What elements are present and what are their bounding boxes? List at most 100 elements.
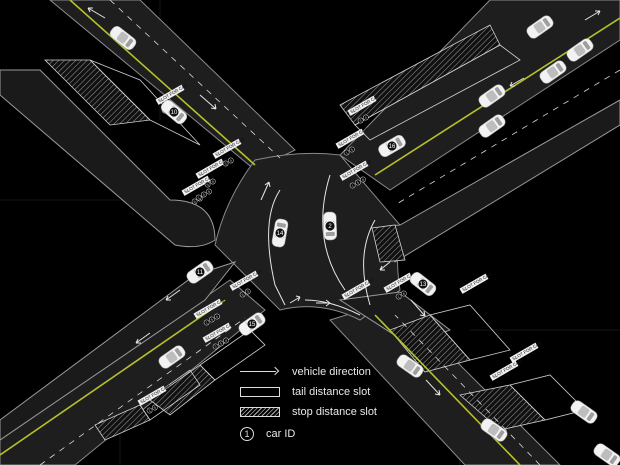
tail-slot [199,329,266,381]
slot-id-tag: 34 [222,157,234,167]
slot-id-tag: 146 [195,188,212,201]
tail-slot [429,304,511,361]
slot-id-circle [244,288,251,295]
slot-id-text: 5 [219,342,223,346]
direction-arrows [87,7,601,396]
car-11: 11 [184,258,216,286]
slot-id-text: 4 [229,159,233,163]
slot-id-circle [191,198,198,205]
legend: vehicle direction tail distance slot sto… [240,364,440,454]
car-16: 16 [376,132,408,160]
slot-id-tag: 34 [357,114,369,124]
car-id-label: 11 [197,270,204,276]
slot-id-circle [212,343,219,350]
slot-id-circle [203,319,210,326]
slot-id-circle [400,290,407,297]
intersection-box [214,152,401,321]
legend-label: car ID [266,428,296,440]
car-id-label: 16 [389,144,396,150]
legend-car-id: 1 car ID [240,426,295,442]
slot-id-circle [357,117,364,124]
slot-id-tag: 25 [146,404,158,414]
slot-id-text: 6 [215,315,219,319]
slot-id-text: 5 [210,318,214,322]
arrow-icon [289,295,301,304]
slot-id-tags: 123458661463415156632563582526 [146,107,407,414]
car-id-label: 13 [420,282,427,288]
slot-id-circle [217,340,224,347]
slot-id-text: 3 [214,345,218,349]
car-id-label: 2 [328,224,332,230]
arrow-icon [135,332,151,344]
slot-id-text: 6 [207,190,211,194]
car-id-badge [324,220,336,232]
car-id-badge [274,227,286,239]
slot-id-tag: 358 [212,337,229,350]
car-id-badge [168,106,180,118]
slot-id-circle [151,404,158,411]
legend-stop-distance-slot: stop distance slot [240,404,377,420]
arrow-icon [165,289,181,301]
slot-id-tag: 256 [203,313,220,326]
slot-id-text: 4 [364,116,368,120]
legend-vehicle-direction: vehicle direction [240,364,371,380]
legend-label: vehicle direction [292,366,371,378]
slot-id-tag: 156 [349,176,366,189]
car-id-label: 14 [277,231,284,237]
slot-id-circle [204,181,211,188]
slot-id-circle [209,178,216,185]
slot-id-text: 5 [356,181,360,185]
arrow-icon [425,379,441,396]
slot-id-circle [146,407,153,414]
slot-id-circle [395,293,402,300]
slot-id-text: 1 [345,151,349,155]
slot-id-circle [206,188,212,195]
tail-slot-swatch [240,387,280,397]
road-arm-northeast [339,0,620,191]
tail-slot [139,369,201,421]
slot-id-circle [348,146,355,153]
slot-id-circle [223,337,229,344]
arrow-icon [584,10,601,21]
slot-id-text: 8 [211,180,215,184]
slot-id-text: 2 [205,321,209,325]
arrow-icon [509,77,525,87]
slot-id-circle [208,316,215,323]
arrow-icon [316,299,331,307]
arrow-icon [379,261,391,271]
arrow-icon [199,94,217,110]
slot-id-text: 1 [351,184,355,188]
legend-label: tail distance slot [292,386,371,398]
slot-id-text: 5 [153,406,157,410]
car-id-badge-icon: 1 [240,427,254,441]
slot-id-text: 1 [197,196,201,200]
stop-distance-slots [44,24,546,441]
slot-id-circle [214,313,220,320]
tail-slot [354,44,521,141]
slot-id-tag: 63 [239,288,251,298]
slot-id-text: 3 [359,119,363,123]
slot-id-text: 6 [361,178,365,182]
tail-slot [89,59,201,146]
slot-id-text: 2 [148,409,152,413]
slot-id-text: 3 [224,162,228,166]
slot-id-text: 6 [241,293,245,297]
slot-id-circle [360,176,366,183]
car-2: 2 [322,211,338,241]
slot-id-tag: 26 [395,290,407,300]
stop-slot-swatch [240,407,280,417]
arrow-icon [410,299,426,317]
slot-id-text: 3 [246,290,250,294]
stop-slot [371,224,406,263]
slot-id-text: 8 [224,339,228,343]
slot-id-tag: 58 [204,178,216,188]
slot-id-text: 5 [206,183,210,187]
car-id-badge [194,266,206,278]
medians [0,69,620,441]
road-arm-northwest [49,0,296,171]
car-id-badge [417,278,429,290]
slot-id-text: 6 [193,200,197,204]
